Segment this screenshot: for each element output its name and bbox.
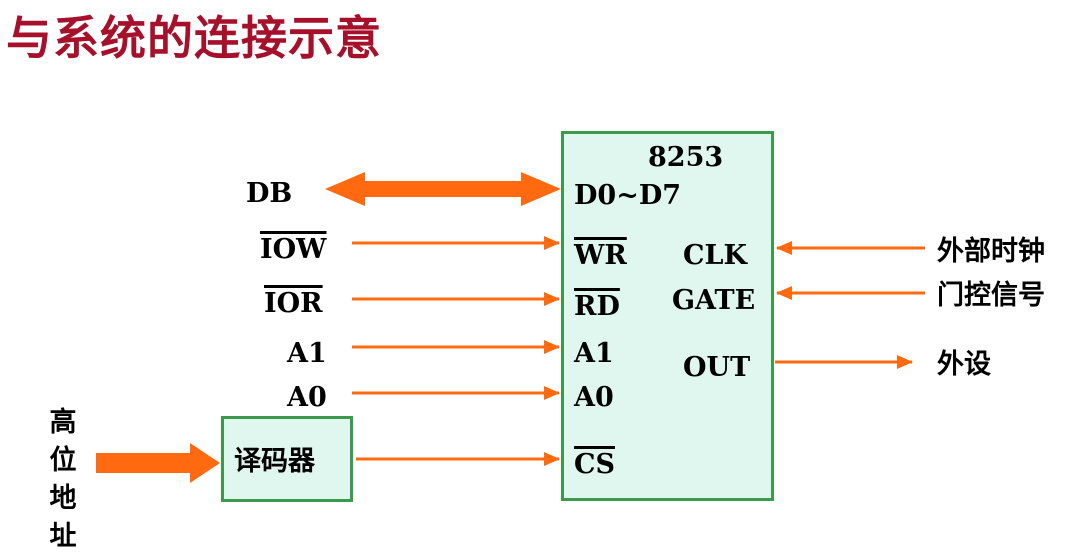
pin-a1: A1 (574, 338, 614, 369)
high-address-label: 高 位 地 址 (46, 404, 80, 556)
ior-label: IOR (264, 288, 323, 319)
gate-signal-label: 门控信号 (937, 280, 1045, 311)
high-address-char: 位 (49, 445, 77, 476)
high-address-char: 高 (49, 407, 77, 438)
chip-name: 8253 (648, 142, 724, 173)
decoder-box (221, 416, 353, 502)
page-title: 与系统的连接示意 (6, 11, 382, 65)
external-clock-label: 外部时钟 (937, 236, 1045, 267)
high-address-arrow (96, 443, 220, 483)
db-label: DB (246, 178, 293, 209)
pin-clk: CLK (683, 240, 747, 271)
db-bus-arrow (325, 172, 561, 206)
a0-bus-label: A0 (287, 382, 327, 413)
pin-gate: GATE (672, 285, 756, 316)
decoder-label: 译码器 (234, 446, 315, 477)
high-address-char: 地 (49, 483, 77, 514)
pin-a0: A0 (574, 382, 614, 413)
pin-wr: WR (574, 240, 627, 271)
high-address-char: 址 (49, 521, 77, 552)
pin-rd: RD (574, 291, 620, 322)
a1-bus-label: A1 (287, 338, 327, 369)
pin-d0-d7: D0~D7 (574, 180, 682, 211)
peripheral-label: 外设 (937, 349, 991, 380)
chip-8253-box (561, 131, 774, 501)
iow-label: IOW (260, 234, 327, 265)
pin-out: OUT (683, 352, 751, 383)
pin-cs: CS (574, 449, 615, 480)
